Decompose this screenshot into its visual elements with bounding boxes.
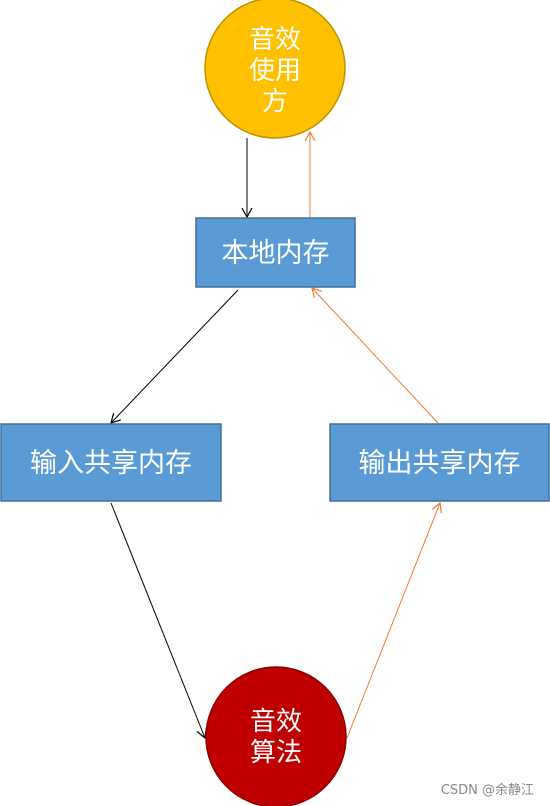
- user-label-line-3: 方: [262, 87, 288, 117]
- arrow-input-to-algorithm: [110, 502, 207, 740]
- output-shm-label: 输出共享内存: [359, 448, 521, 479]
- user-circle: [204, 0, 346, 139]
- node-output-shared-memory: 输出共享内存: [329, 423, 550, 502]
- algorithm-label-line-2: 算法: [250, 738, 302, 768]
- node-user: 音效 使用 方: [204, 0, 346, 139]
- arrow-output-to-local: [311, 287, 439, 424]
- node-algorithm: 音效 算法: [205, 666, 347, 806]
- arrow-local-to-input: [110, 289, 239, 424]
- user-label-line-2: 使用: [249, 56, 301, 86]
- output-shm-box: [329, 423, 550, 502]
- algorithm-circle: [205, 666, 347, 806]
- input-shm-box: [0, 423, 222, 502]
- node-local-memory: 本地内存: [195, 217, 356, 288]
- arrow-algorithm-to-output: [346, 501, 442, 739]
- algorithm-label-line-1: 音效: [250, 707, 302, 737]
- node-input-shared-memory: 输入共享内存: [0, 423, 222, 502]
- user-label-line-1: 音效: [249, 25, 301, 55]
- local-memory-label: 本地内存: [222, 238, 330, 269]
- watermark-text: CSDN @余静江: [440, 783, 534, 798]
- input-shm-label: 输入共享内存: [30, 448, 192, 479]
- local-memory-box: [195, 217, 356, 288]
